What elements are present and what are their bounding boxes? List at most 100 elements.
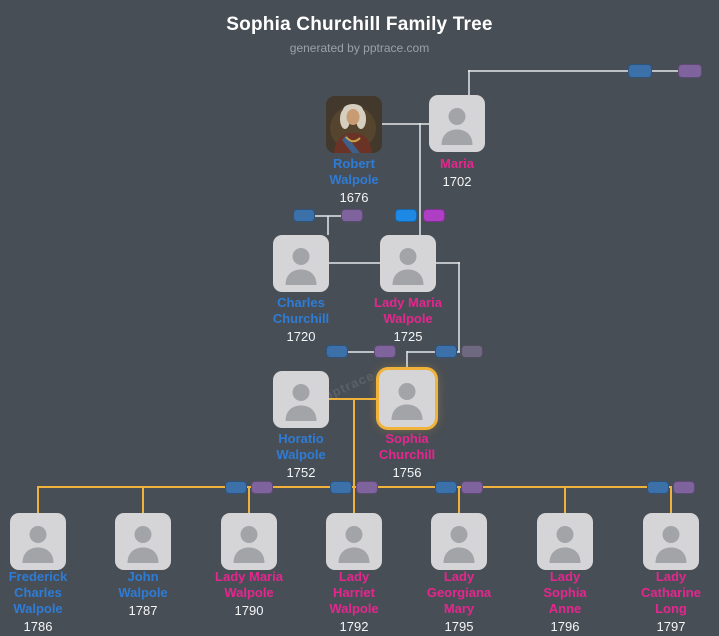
collapsed-male-node-icon[interactable]: [293, 209, 315, 222]
highlight-connector-line: [37, 486, 39, 513]
person-name[interactable]: Charles Churchill: [272, 295, 330, 326]
connector-line: [382, 123, 429, 125]
person-name[interactable]: Horatio Walpole: [276, 431, 326, 462]
collapsed-female-node-icon[interactable]: [356, 481, 378, 494]
person-card-lady-maria-walpole[interactable]: [380, 235, 436, 292]
person-label: Horatio Walpole 1752: [246, 431, 356, 481]
person-birth-year: 1790: [234, 603, 264, 618]
page-subtitle: generated by pptrace.com: [289, 41, 430, 55]
person-name[interactable]: Sophia Churchill: [378, 431, 436, 462]
collapsed-female-node-icon[interactable]: [673, 481, 695, 494]
person-name[interactable]: Robert Walpole: [329, 156, 379, 187]
person-avatar-icon: [655, 526, 687, 563]
collapsed-female-node-icon[interactable]: [251, 481, 273, 494]
person-label: Lady Harriet Walpole 1792: [299, 569, 409, 635]
person-name[interactable]: John Walpole: [118, 569, 168, 600]
person-card-maria[interactable]: [429, 95, 485, 152]
connector-line: [419, 123, 421, 235]
collapsed-male-node-icon[interactable]: [628, 64, 652, 78]
person-avatar-icon: [127, 526, 159, 563]
collapsed-male-node-icon[interactable]: [435, 345, 457, 358]
collapsed-female-node-icon[interactable]: [423, 209, 445, 222]
person-avatar-icon: [391, 383, 423, 420]
highlight-connector-line: [353, 486, 355, 513]
highlight-connector-line: [670, 486, 672, 513]
person-avatar-icon: [441, 108, 473, 145]
person-birth-year: 1756: [392, 465, 422, 480]
person-label: Frederick Charles Walpole 1786: [0, 569, 93, 635]
person-label: Lady Sophia Anne 1796: [510, 569, 620, 635]
connector-line: [468, 70, 682, 72]
collapsed-female-node-icon[interactable]: [678, 64, 702, 78]
person-label: Maria 1702: [402, 156, 512, 190]
person-card-charles-churchill[interactable]: [273, 235, 329, 292]
person-card-lady-georgiana-mary[interactable]: [431, 513, 487, 570]
page-title: Sophia Churchill Family Tree: [226, 14, 493, 35]
collapsed-female-node-icon[interactable]: [461, 345, 483, 358]
person-name[interactable]: Frederick Charles Walpole: [8, 569, 68, 616]
person-name[interactable]: Lady Maria Walpole: [374, 295, 442, 326]
person-card-lady-catharine-long[interactable]: [643, 513, 699, 570]
person-avatar-icon: [233, 526, 265, 563]
person-card-john-walpole[interactable]: [115, 513, 171, 570]
person-avatar-icon: [285, 248, 317, 285]
collapsed-male-node-icon[interactable]: [395, 209, 417, 222]
collapsed-male-node-icon[interactable]: [330, 481, 352, 494]
person-card-frederick-charles-walpole[interactable]: [10, 513, 66, 570]
collapsed-female-node-icon[interactable]: [341, 209, 363, 222]
collapsed-male-node-icon[interactable]: [435, 481, 457, 494]
person-card-lady-harriet-walpole[interactable]: [326, 513, 382, 570]
person-name[interactable]: Lady Georgiana Mary: [426, 569, 492, 616]
person-avatar-icon: [443, 526, 475, 563]
person-label: Lady Georgiana Mary 1795: [404, 569, 514, 635]
person-birth-year: 1796: [550, 619, 580, 634]
person-birth-year: 1786: [23, 619, 53, 634]
person-birth-year: 1797: [656, 619, 686, 634]
connector-line: [468, 70, 470, 95]
collapsed-male-node-icon[interactable]: [225, 481, 247, 494]
portrait-image: [326, 96, 382, 153]
person-label: Lady Maria Walpole 1790: [194, 569, 304, 619]
person-avatar-icon: [549, 526, 581, 563]
person-card-sophia-churchill[interactable]: [379, 370, 435, 427]
person-name[interactable]: Lady Harriet Walpole: [329, 569, 379, 616]
collapsed-male-node-icon[interactable]: [647, 481, 669, 494]
connector-line: [458, 262, 460, 352]
person-label: Lady Catharine Long 1797: [616, 569, 719, 635]
connector-line: [329, 262, 380, 264]
person-avatar-icon: [338, 526, 370, 563]
collapsed-female-node-icon[interactable]: [374, 345, 396, 358]
highlight-connector-line: [248, 486, 250, 513]
highlight-connector-line: [564, 486, 566, 513]
highlight-connector-line: [142, 486, 144, 513]
connector-line: [406, 351, 408, 370]
collapsed-male-node-icon[interactable]: [326, 345, 348, 358]
person-name[interactable]: Lady Catharine Long: [641, 569, 701, 616]
person-birth-year: 1792: [339, 619, 369, 634]
person-name[interactable]: Lady Maria Walpole: [215, 569, 283, 600]
person-avatar-icon: [392, 248, 424, 285]
highlight-connector-line: [353, 398, 355, 488]
person-label: John Walpole 1787: [88, 569, 198, 619]
highlight-connector-line: [458, 486, 460, 513]
person-card-robert-walpole[interactable]: [326, 96, 382, 153]
person-birth-year: 1752: [286, 465, 316, 480]
person-card-horatio-walpole[interactable]: [273, 371, 329, 428]
person-birth-year: 1676: [339, 190, 369, 205]
person-card-lady-sophia-anne[interactable]: [537, 513, 593, 570]
person-avatar-icon: [285, 384, 317, 421]
person-birth-year: 1702: [442, 174, 472, 189]
person-name[interactable]: Maria: [440, 156, 474, 171]
collapsed-female-node-icon[interactable]: [461, 481, 483, 494]
connector-line: [327, 216, 329, 235]
person-birth-year: 1787: [128, 603, 158, 618]
person-birth-year: 1725: [393, 329, 423, 344]
person-name[interactable]: Lady Sophia Anne: [543, 569, 587, 616]
person-birth-year: 1795: [444, 619, 474, 634]
person-birth-year: 1720: [286, 329, 316, 344]
person-card-lady-maria-walpole-jr[interactable]: [221, 513, 277, 570]
person-label: Charles Churchill 1720: [246, 295, 356, 345]
person-label: Robert Walpole 1676: [299, 156, 409, 206]
connector-line: [436, 262, 460, 264]
